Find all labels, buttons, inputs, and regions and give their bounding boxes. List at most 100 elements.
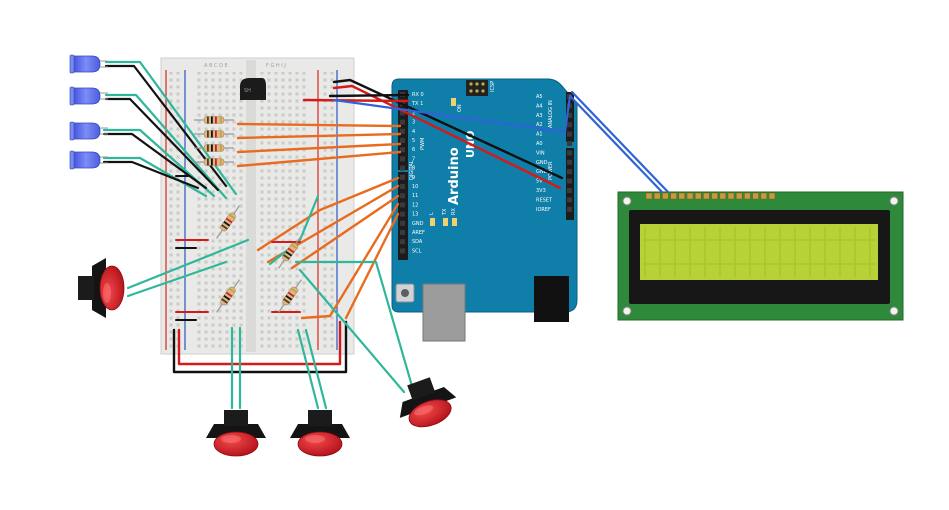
lcd-pin-header (645, 192, 776, 200)
lcd-pin[interactable] (760, 192, 768, 200)
breadboard-columns-left: A B C D E (204, 63, 228, 69)
resistor (194, 130, 234, 138)
lcd-pin[interactable] (645, 192, 653, 200)
arduino-pin-label: 9 (412, 175, 415, 181)
lcd-pin[interactable] (711, 192, 718, 200)
push-button[interactable] (290, 410, 350, 457)
arduino-pin-label: 5 (412, 138, 415, 144)
arduino-pin[interactable] (400, 239, 405, 245)
arduino-pin-label: 6 (412, 147, 415, 153)
transistor-label: SH (244, 88, 251, 94)
pwm-label: PWM (420, 138, 426, 150)
lcd-pin[interactable] (694, 192, 702, 200)
arduino-pin[interactable] (400, 174, 405, 180)
arduino-pin-label: IOREF (536, 207, 551, 213)
arduino-pin[interactable] (400, 193, 405, 199)
blue-led (69, 121, 108, 141)
arduino-pin[interactable] (400, 184, 405, 189)
arduino-pin-label: A1 (536, 132, 543, 138)
push-button[interactable] (206, 410, 266, 457)
usb-port (422, 283, 466, 342)
arduino-pin-label: 7 (412, 156, 415, 162)
lcd-pin[interactable] (727, 192, 735, 200)
lcd-pin[interactable] (768, 192, 776, 200)
leds (69, 54, 108, 170)
arduino-pin-label: A0 (536, 141, 543, 147)
lcd-pin[interactable] (719, 192, 727, 200)
arduino-pin[interactable] (400, 202, 405, 208)
analog-in-label: ANALOG IN (548, 100, 554, 128)
arduino-pin[interactable] (567, 131, 572, 137)
arduino-pin[interactable] (400, 156, 405, 162)
lcd-pin[interactable] (678, 192, 686, 200)
lcd-pin[interactable] (662, 192, 669, 200)
arduino-pin[interactable] (400, 128, 405, 134)
arduino-pin-label: 12 (412, 202, 418, 208)
push-button[interactable] (390, 371, 462, 435)
arduino-pin-label: 5V (536, 179, 543, 185)
arduino-pin-label: GND (536, 169, 548, 175)
arduino-pin[interactable] (567, 169, 572, 175)
lcd-pin[interactable] (703, 192, 710, 200)
blue-led (69, 54, 108, 74)
icsp-label: ICSP (490, 81, 496, 92)
lcd-pin[interactable] (670, 192, 677, 200)
arduino-pin-label: SCL (412, 248, 422, 254)
arduino-pin-label: A2 (536, 122, 543, 128)
resistor (194, 158, 234, 166)
arduino-pin[interactable] (400, 211, 405, 217)
arduino-pin-label: 3 (412, 120, 415, 126)
arduino-pin-label: GND (412, 221, 424, 227)
arduino-pin-label: 8 (412, 166, 415, 172)
on-label: ON (457, 104, 463, 112)
arduino-pin[interactable] (400, 165, 405, 171)
arduino-pin[interactable] (400, 110, 405, 116)
lcd-pin[interactable] (752, 192, 759, 200)
lcd-pin[interactable] (735, 192, 743, 200)
arduino-uno: ICSP ON Arduino UNO DIGITAL PWM L TX RX … (391, 78, 578, 342)
lcd-pin[interactable] (744, 192, 751, 200)
lcd-module (617, 191, 904, 321)
resistor (194, 116, 234, 124)
resistors (194, 116, 302, 313)
reset-button[interactable] (401, 289, 409, 297)
arduino-pin-label: 11 (412, 193, 418, 199)
arduino-pin[interactable] (567, 122, 572, 128)
digital-label: DIGITAL (409, 160, 415, 180)
arduino-pin[interactable] (400, 138, 405, 143)
arduino-pin-label: TX 1 (411, 101, 423, 107)
arduino-pin-label: AREF (412, 230, 425, 236)
power-jack (534, 276, 569, 322)
rx-led-label: RX (451, 208, 457, 215)
arduino-pin-label: 2 (412, 110, 415, 116)
resistor (278, 279, 302, 313)
arduino-pin[interactable] (567, 141, 572, 146)
blue-led (69, 86, 108, 106)
arduino-pin[interactable] (567, 159, 572, 165)
l-led-label: L (429, 212, 435, 215)
arduino-pin[interactable] (400, 248, 405, 254)
arduino-pin[interactable] (567, 150, 572, 156)
arduino-pin[interactable] (567, 178, 572, 184)
lcd-pin[interactable] (653, 192, 661, 200)
arduino-pin[interactable] (400, 119, 405, 125)
blue-led (69, 150, 108, 170)
arduino-pin[interactable] (400, 147, 405, 153)
lcd-pin[interactable] (686, 192, 694, 200)
arduino-pin-label: 10 (412, 184, 418, 190)
arduino-pin-label: GND (536, 160, 548, 166)
transistor: SH (240, 78, 266, 100)
arduino-pin[interactable] (400, 220, 405, 226)
arduino-pin[interactable] (400, 230, 405, 235)
arduino-pin-label: 4 (412, 129, 415, 135)
resistor (278, 235, 302, 269)
arduino-brand: Arduino (447, 147, 462, 205)
arduino-pin[interactable] (567, 197, 572, 203)
arduino-pin[interactable] (567, 112, 572, 118)
arduino-pin[interactable] (567, 188, 572, 193)
push-button[interactable] (78, 258, 125, 318)
arduino-pin-label: A5 (536, 94, 543, 100)
arduino-pin[interactable] (567, 206, 572, 212)
